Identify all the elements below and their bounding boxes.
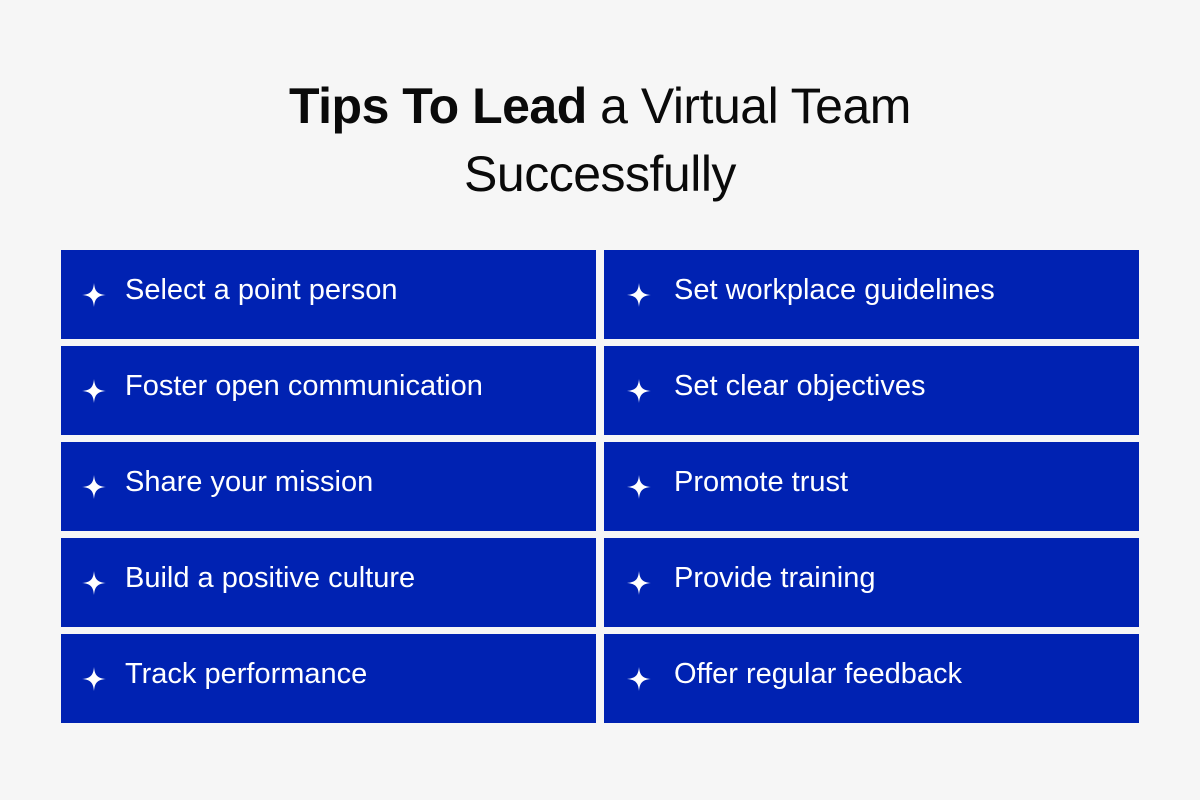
sparkle-icon [81, 282, 107, 308]
sparkle-icon [81, 474, 107, 500]
tip-label: Track performance [125, 657, 368, 690]
page-title: Tips To Lead a Virtual Team Successfully [0, 72, 1200, 208]
tip-label: Build a positive culture [125, 561, 416, 594]
tips-grid: Select a point person Set workplace guid… [61, 250, 1139, 726]
sparkle-icon [81, 378, 107, 404]
tip-tile: Build a positive culture [61, 538, 596, 627]
title-bold-part: Tips To Lead [289, 78, 587, 134]
sparkle-icon [626, 666, 652, 692]
sparkle-icon [626, 474, 652, 500]
tip-label: Share your mission [125, 465, 374, 498]
tip-label: Set workplace guidelines [674, 273, 995, 306]
sparkle-icon [626, 282, 652, 308]
tip-tile: Set clear objectives [604, 346, 1139, 435]
tip-label: Set clear objectives [674, 369, 926, 402]
sparkle-icon [81, 666, 107, 692]
sparkle-icon [626, 378, 652, 404]
tip-tile: Share your mission [61, 442, 596, 531]
tip-label: Foster open communication [125, 369, 483, 402]
tip-tile: Select a point person [61, 250, 596, 339]
tip-tile: Set workplace guidelines [604, 250, 1139, 339]
tip-label: Provide training [674, 561, 876, 594]
tip-tile: Foster open communication [61, 346, 596, 435]
tip-label: Offer regular feedback [674, 657, 963, 690]
title-line-2: Successfully [464, 146, 736, 202]
tip-label: Select a point person [125, 273, 398, 306]
title-line-1: Tips To Lead a Virtual Team [0, 72, 1200, 140]
tip-tile: Track performance [61, 634, 596, 723]
tip-tile: Provide training [604, 538, 1139, 627]
tip-tile: Promote trust [604, 442, 1139, 531]
tip-tile: Offer regular feedback [604, 634, 1139, 723]
sparkle-icon [626, 570, 652, 596]
tip-label: Promote trust [674, 465, 849, 498]
title-regular-part: a Virtual Team [586, 78, 911, 134]
sparkle-icon [81, 570, 107, 596]
